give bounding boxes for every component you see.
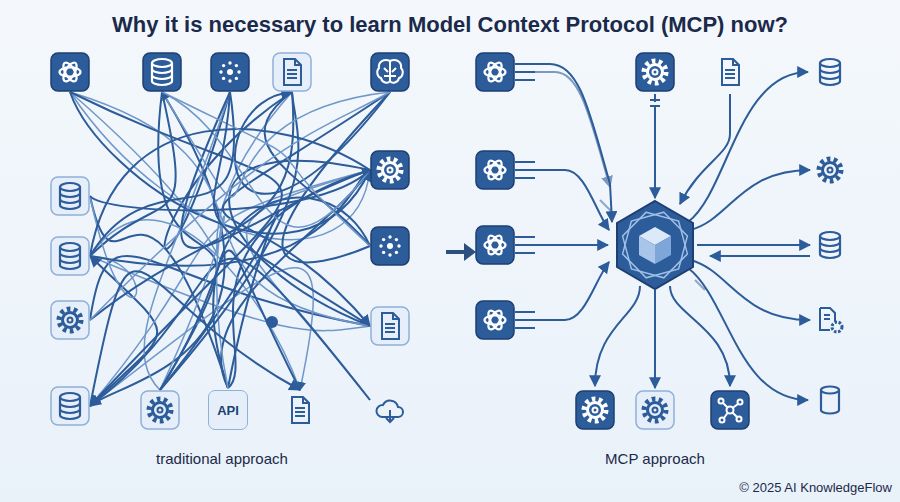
tangle-line (90, 256, 370, 326)
mcp-connections (515, 64, 810, 400)
section-label: traditional approach (156, 450, 288, 467)
title: Why it is necessary to learn Model Conte… (112, 12, 788, 38)
mcp-icons (476, 53, 849, 429)
api-box: API (208, 390, 248, 430)
node-text: API (217, 403, 239, 418)
tangle-line (70, 92, 370, 326)
tangle-line (90, 196, 228, 388)
tangle-line (214, 92, 370, 326)
tangle-line (90, 271, 300, 406)
mcp-hub (617, 201, 693, 289)
traditional-icons (51, 53, 409, 429)
junction-dot (266, 316, 278, 328)
tangle-line (160, 250, 300, 390)
tangle-line (162, 92, 370, 246)
tangle-line (90, 256, 370, 331)
tangle-line (90, 92, 225, 406)
tangle-line (90, 258, 370, 406)
tangled-connections (70, 92, 390, 406)
tangle-line (90, 220, 300, 390)
tangle-line (90, 129, 370, 256)
copyright-note: © 2025 AI KnowledgeFlow (739, 480, 892, 495)
section-label: MCP approach (605, 450, 705, 467)
transition-arrow (446, 243, 476, 261)
tangle-line (90, 92, 390, 320)
